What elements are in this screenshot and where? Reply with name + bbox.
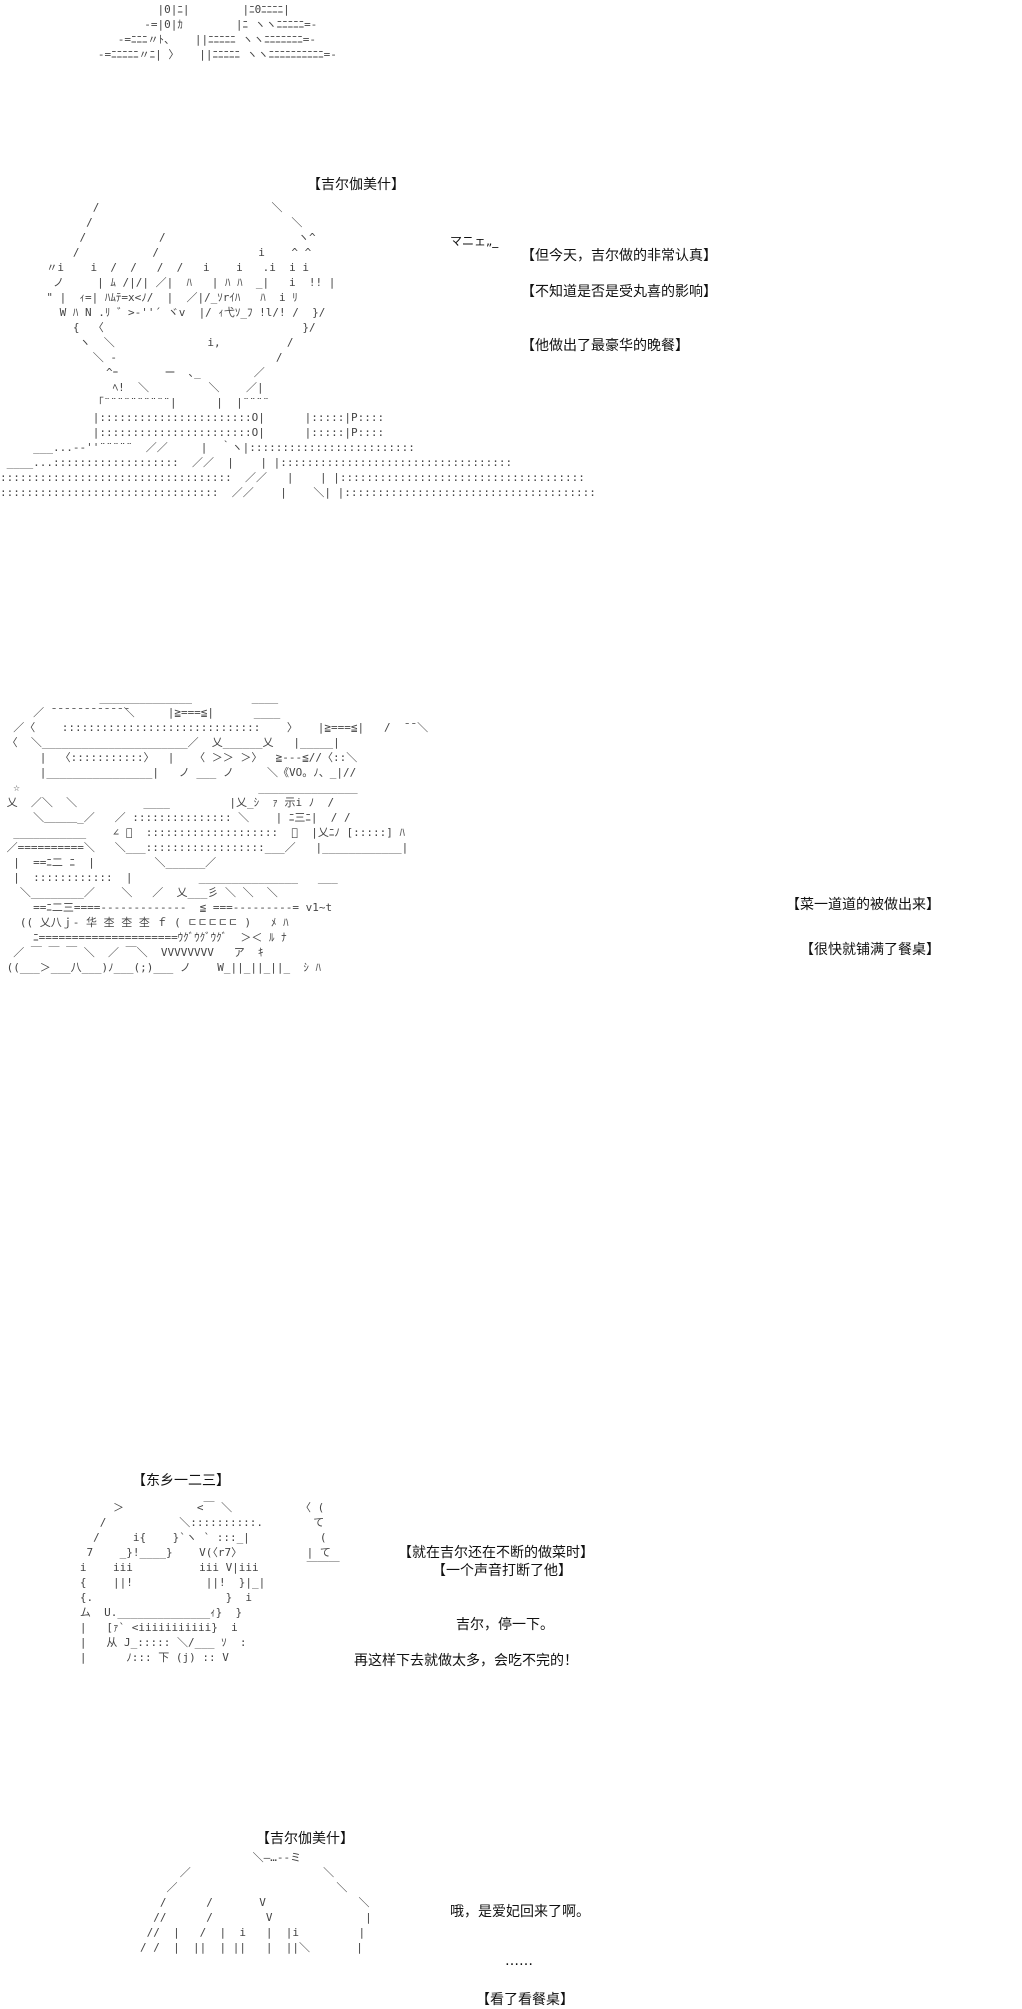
ascii-art-togo: ＞ <￣ ＼ / ＼::::::::::. / i{ }`ヽ ` :::_| 7…	[79, 1501, 266, 1664]
dialogue-line: 哦，是爱妃回来了啊。	[450, 1904, 590, 1920]
narration-line: 【看了看餐桌】	[476, 1992, 574, 2008]
speaker-label-gilgamesh: 【吉尔伽美什】	[307, 177, 405, 193]
narration-line: 【菜一道道的被做出来】	[786, 897, 940, 913]
ascii-art-sfx: 〈 ( て ( | て ￣￣￣	[300, 1501, 340, 1574]
narration-line: 【他做出了最豪华的晚餐】	[521, 338, 689, 354]
ascii-art-gilgamesh: / ＼ / ＼ / / ヽ^ / / i ^ ^ 〃i i / / / /	[0, 201, 596, 499]
narration-line: 【但今天，吉尔做的非常认真】	[521, 248, 717, 264]
narration-line: 【就在吉尔还在不断的做菜时】	[398, 1545, 594, 1561]
narration-line: 【一个声音打断了他】	[432, 1563, 572, 1579]
sfx-text: マニェ„_	[450, 234, 499, 248]
speaker-label-togo: 【东乡一二三】	[132, 1473, 230, 1489]
narration-line: 【很快就铺满了餐桌】	[800, 942, 940, 958]
narration-line: 【不知道是否是受丸喜的影响】	[521, 284, 717, 300]
speaker-label-gilgamesh: 【吉尔伽美什】	[256, 1831, 354, 1847]
ascii-art-feast: ______________ ____ ／ ̄ ̄ ̄ ̄ ̄ ̄ ̄ ̄ ̄ …	[6, 691, 429, 974]
ascii-art-top: |0|ﾆ| |ﾆ0ﾆﾆﾆﾆ| -=|0|ｶ |ﾆ ヽヽﾆﾆﾆﾆﾆ=- -=ﾆﾆﾆ…	[97, 3, 337, 61]
dialogue-line: 再这样下去就做太多，会吃不完的！	[354, 1653, 578, 1669]
dialogue-line: 吉尔，停一下。	[456, 1617, 554, 1633]
dialogue-line: ……	[505, 1953, 533, 1969]
ascii-art-gilgamesh-2: ＼—…--ミ ／ ＼ ／ ＼ / / V ＼ // / V | // | / |…	[140, 1851, 372, 1954]
